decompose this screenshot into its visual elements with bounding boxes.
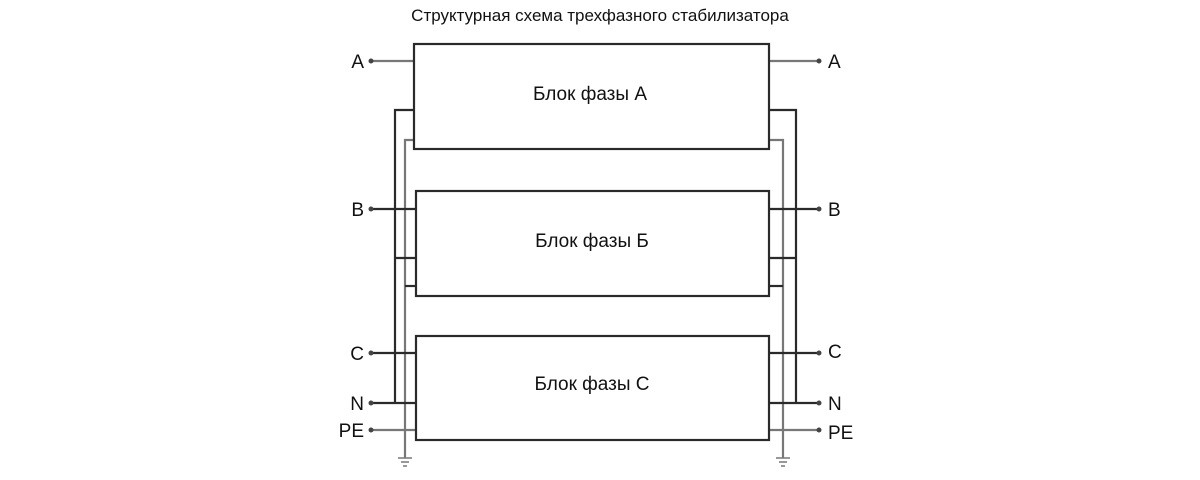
left-pe-bus: [403, 138, 414, 458]
block-phase-a: Блок фазы А: [412, 42, 771, 151]
terminal-label-n: N: [828, 394, 842, 415]
terminal-label-c: C: [350, 344, 364, 365]
terminal-dot: [368, 400, 374, 406]
terminal-label-b: B: [351, 200, 364, 221]
terminal-label-a: A: [351, 52, 364, 73]
terminal-label-pe: PE: [828, 423, 853, 444]
terminal-dot: [816, 58, 822, 64]
diagram-title: Структурная схема трехфазного стабилизат…: [411, 6, 789, 25]
block-label: Блок фазы Б: [535, 231, 649, 252]
terminal-dot: [816, 350, 822, 356]
block-phase-c: Блок фазы С: [414, 334, 771, 442]
block-frame: [412, 42, 771, 151]
right-neutral-bus: [769, 108, 798, 403]
terminal-label-c: C: [828, 342, 842, 363]
terminal-label-a: A: [828, 52, 841, 73]
terminal-dot: [368, 58, 374, 64]
left-neutral-bus: [393, 108, 414, 403]
terminal-dot: [816, 206, 822, 212]
ground-icon: [776, 457, 790, 467]
terminal-dot: [368, 350, 374, 356]
terminal-dot: [816, 427, 822, 433]
terminal-label-pe: PE: [339, 421, 364, 442]
block-phase-b: Блок фазы Б: [414, 189, 771, 298]
terminal-dot: [816, 400, 822, 406]
terminal-dot: [368, 427, 374, 433]
terminal-label-b: B: [828, 200, 841, 221]
ground-icon: [398, 457, 412, 467]
block-label: Блок фазы А: [533, 84, 647, 105]
block-label: Блок фазы С: [534, 374, 649, 395]
block-frame: [414, 189, 771, 298]
terminal-dot: [368, 206, 374, 212]
terminal-label-n: N: [350, 394, 364, 415]
right-pe-bus: [769, 138, 785, 458]
left-wiring: [373, 59, 416, 467]
block-frame: [414, 334, 771, 442]
right-wiring: [769, 59, 818, 467]
right-terminals: A B C N PE: [816, 52, 853, 444]
left-terminals: A B C N PE: [339, 52, 374, 442]
